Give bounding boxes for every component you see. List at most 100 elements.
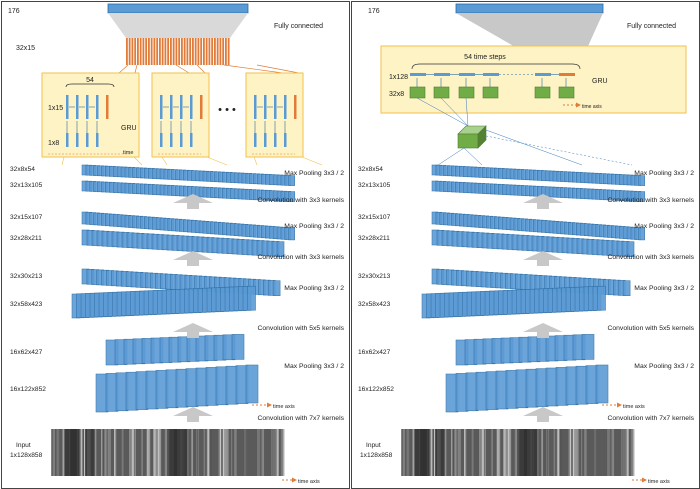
shape-label-32x8x54: 32x8x54 <box>358 166 383 173</box>
shape-label-16x62x427: 16x62x427 <box>10 349 43 356</box>
feature-map-slice <box>626 241 635 257</box>
spectrogram-stripe <box>80 429 83 476</box>
fc-link-line <box>256 64 300 74</box>
spectrogram-stripe <box>609 429 611 476</box>
layer-stack-32x8x54 <box>431 164 646 186</box>
input-label: Input <box>366 442 381 449</box>
gru-label: GRU <box>592 78 608 85</box>
spectrogram-stripe <box>131 429 134 476</box>
gru-hidden-vector <box>86 95 89 119</box>
fc-unit <box>214 38 216 65</box>
arrow-head <box>173 251 213 260</box>
gru-input-vector <box>284 133 287 147</box>
fc-link-line <box>118 64 129 74</box>
shape-label-32x58x423: 32x58x423 <box>10 301 43 308</box>
spectrogram-stripe <box>498 429 501 476</box>
fc-unit <box>175 38 178 65</box>
op-label: Max Pooling 3x3 / 2 <box>284 285 344 292</box>
shape-label-32x15x107: 32x15x107 <box>358 214 391 221</box>
spectrogram-stripe <box>594 429 596 476</box>
fc-link-line <box>175 64 190 74</box>
fc-unit <box>156 38 159 65</box>
output-layer-bar <box>455 3 604 14</box>
time-axis-arrowhead <box>267 402 272 408</box>
spectrogram-stripe <box>473 429 475 476</box>
gru-input-block <box>409 86 426 99</box>
input-shape-label: 1x128x858 <box>360 452 393 459</box>
spectrogram-stripe <box>607 429 610 476</box>
spectrogram-stripe <box>576 429 579 476</box>
spectrogram-stripe <box>156 429 158 476</box>
up-arrow <box>523 323 563 338</box>
feature-map-slice <box>581 334 595 360</box>
spectrogram-stripe <box>508 429 510 476</box>
gru-box <box>41 72 140 158</box>
spectrogram-dark-band <box>70 429 78 476</box>
hidden-row-label: 1x128 <box>389 74 408 81</box>
gru-hidden-vector <box>76 95 79 119</box>
arrow-head <box>173 407 213 416</box>
gru-input-block <box>482 86 499 99</box>
cube-link-line <box>463 147 483 166</box>
spectrogram-stripe <box>95 429 97 476</box>
timestep-count-label: 54 <box>86 77 94 84</box>
spectrogram-stripe <box>581 429 583 476</box>
fc-unit <box>137 38 139 65</box>
spectrogram-stripe <box>260 429 262 476</box>
arrow-head <box>173 323 213 332</box>
spectrogram-stripe <box>631 429 634 476</box>
shape-label-32x30x213: 32x30x213 <box>10 273 43 280</box>
spectrogram-stripe <box>165 429 167 476</box>
fc-unit <box>148 38 150 65</box>
arrow-head <box>523 407 563 416</box>
spectrogram-stripe <box>585 429 587 476</box>
spectrogram-stripe <box>632 429 635 476</box>
op-label: Convolution with 7x7 kernels <box>607 415 694 422</box>
fc-unit <box>170 38 172 65</box>
layer-stack-16x62x427 <box>455 334 595 366</box>
spectrogram-stripe <box>465 429 467 476</box>
spectrogram-stripe <box>402 429 405 476</box>
cube-link-line <box>465 97 469 127</box>
time-axis-label: time axis <box>623 404 645 410</box>
spectrogram-stripe <box>209 429 212 476</box>
spectrogram-stripe <box>610 429 612 476</box>
feature-map-slice <box>288 191 296 202</box>
layer-stack-32x13x105 <box>431 180 646 202</box>
op-label: Max Pooling 3x3 / 2 <box>284 223 344 230</box>
spectrogram-stripe <box>554 429 555 476</box>
up-arrow <box>173 251 213 266</box>
spectrogram-stripe <box>457 429 459 476</box>
arrow-head <box>173 194 213 203</box>
op-label: Convolution with 3x3 kernels <box>257 254 344 261</box>
gru-input-vector <box>274 133 277 147</box>
spectrogram-stripe <box>259 429 261 476</box>
spectrogram-stripe <box>568 429 570 476</box>
spectrogram-stripe <box>257 429 260 476</box>
spectrogram-stripe <box>282 429 285 476</box>
spectrogram-stripe <box>160 429 162 476</box>
spectrogram-stripe <box>204 429 205 476</box>
layer-stack-32x15x107 <box>81 211 296 241</box>
fc-unit <box>172 38 175 65</box>
time-axis-arrowhead <box>292 477 297 483</box>
gru-final-state <box>200 95 203 119</box>
fc-unit <box>227 38 230 65</box>
fc-unit <box>128 38 131 65</box>
gru-state-vector <box>559 73 575 76</box>
shape-label-32x13x105: 32x13x105 <box>358 182 391 189</box>
output-size-label: 176 <box>8 8 20 15</box>
spectrogram-stripe <box>623 429 625 476</box>
layer-stack-32x28x211 <box>81 229 285 257</box>
shape-label-32x30x213: 32x30x213 <box>358 273 391 280</box>
spectrogram-stripe <box>553 429 554 476</box>
fully-connected-label: Fully connected <box>627 23 676 30</box>
gru-hidden-vector <box>274 95 277 119</box>
layer-stack-16x62x427 <box>105 334 245 366</box>
input-row-label: 32x8 <box>389 91 404 98</box>
box-link-line <box>133 156 143 166</box>
spectrogram-stripe <box>191 429 193 476</box>
fc-unit <box>159 38 161 65</box>
spectrogram-stripe <box>63 429 65 476</box>
feature-map-slice <box>288 227 296 241</box>
